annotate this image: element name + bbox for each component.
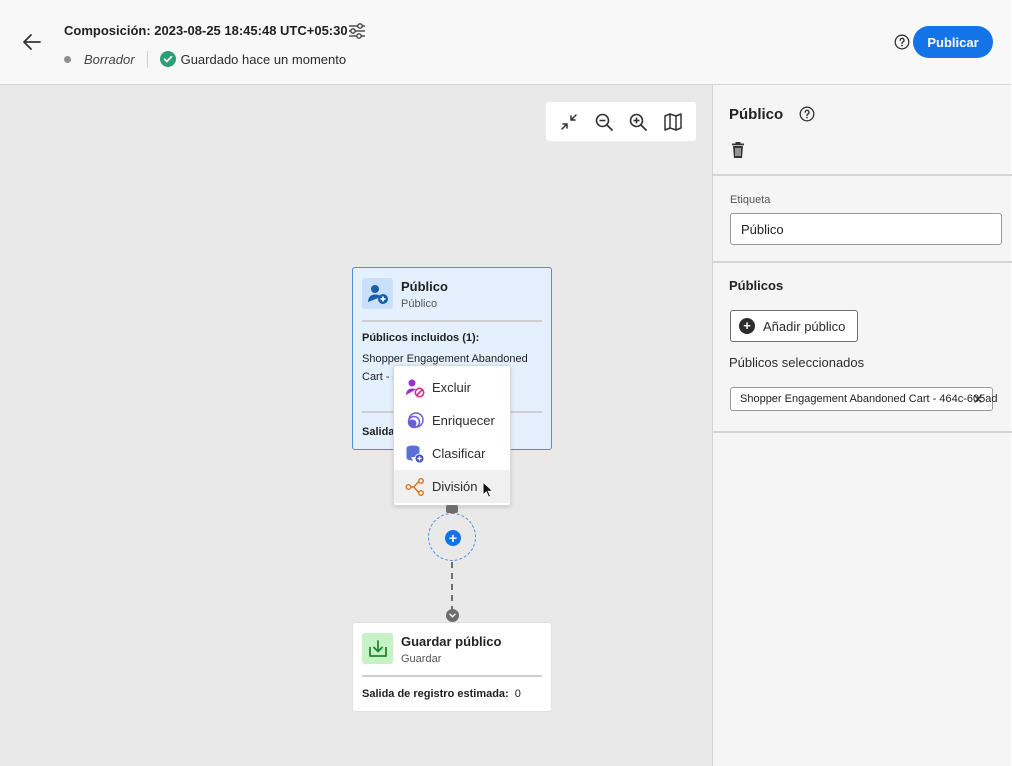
- enrich-icon: [405, 411, 425, 431]
- menu-item-label: Enriquecer: [432, 413, 495, 428]
- menu-item-split[interactable]: División: [394, 470, 510, 503]
- node-divider: [362, 675, 542, 677]
- status-draft: Borrador: [84, 51, 135, 67]
- panel-title: Público: [729, 106, 784, 123]
- properties-panel: Público Etiqueta Públicos + Añadir públi…: [712, 85, 1012, 766]
- node-divider: [362, 320, 542, 322]
- menu-item-label: Clasificar: [432, 446, 486, 461]
- help-icon[interactable]: [894, 34, 910, 50]
- zoom-out-icon[interactable]: [593, 111, 615, 133]
- status-saved: Guardado hace un momento: [180, 51, 347, 67]
- save-audience-node[interactable]: Guardar público Guardar Salida de regist…: [352, 622, 552, 712]
- rank-icon: [405, 444, 425, 464]
- zoom-in-icon[interactable]: [627, 111, 649, 133]
- add-audience-label: Añadir público: [763, 318, 846, 334]
- audience-node-title: Público: [401, 279, 448, 294]
- workflow-canvas[interactable]: Público Público Públicos incluidos (1): …: [0, 85, 712, 766]
- checkmark-circle-icon: [159, 51, 176, 67]
- top-bar: Composición: 2023-08-25 18:45:48 UTC+05:…: [0, 0, 1011, 85]
- audience-node-icon: [362, 278, 393, 309]
- estimated-output-value: 0: [514, 688, 521, 700]
- label-field-label: Etiqueta: [730, 194, 771, 206]
- connector-line: [451, 562, 453, 612]
- save-node-title: Guardar público: [401, 634, 502, 649]
- connector-handle: [446, 505, 458, 513]
- split-icon: [405, 477, 425, 497]
- publish-button[interactable]: Publicar: [913, 26, 993, 58]
- menu-item-rank[interactable]: Clasificar: [394, 437, 510, 470]
- audience-node-output: Salida: [362, 426, 395, 438]
- add-audience-button[interactable]: + Añadir público: [730, 310, 858, 342]
- save-node-output: Salida de registro estimada: 0: [362, 688, 521, 700]
- exclude-icon: [405, 378, 425, 398]
- estimated-output-label: Salida de registro estimada:: [362, 688, 509, 700]
- panel-divider: [713, 431, 1012, 433]
- collapse-icon[interactable]: [558, 111, 580, 133]
- remove-tag-icon[interactable]: [972, 393, 984, 405]
- status-divider: [146, 50, 148, 68]
- menu-item-label: Excluir: [432, 380, 472, 395]
- help-icon[interactable]: [799, 106, 815, 122]
- add-activity-button[interactable]: +: [428, 513, 476, 561]
- save-node-subtitle: Guardar: [401, 653, 442, 665]
- status-row: Borrador Guardado hace un momento: [64, 50, 346, 68]
- panel-divider: [713, 174, 1012, 176]
- selected-audience-name: Shopper Engagement Abandoned Cart - 464c…: [740, 393, 998, 405]
- trash-icon[interactable]: [729, 141, 747, 159]
- selected-audience-tag: Shopper Engagement Abandoned Cart - 464c…: [730, 387, 998, 411]
- menu-item-label: División: [432, 479, 478, 494]
- add-activity-menu: Excluir Enriquecer: [393, 365, 511, 506]
- save-node-icon: [362, 633, 393, 664]
- chevron-down-icon: [446, 609, 459, 622]
- panel-divider: [713, 261, 1012, 263]
- settings-sliders-icon[interactable]: [348, 22, 366, 40]
- plus-icon: +: [445, 530, 461, 546]
- menu-item-exclude[interactable]: Excluir: [394, 371, 510, 404]
- page-title: Composición: 2023-08-25 18:45:48 UTC+05:…: [64, 23, 348, 38]
- audiences-section-title: Públicos: [729, 278, 784, 293]
- mouse-cursor-icon: [482, 480, 495, 498]
- menu-item-enrich[interactable]: Enriquecer: [394, 404, 510, 437]
- canvas-toolbar: [546, 102, 696, 141]
- selected-audiences-label: Públicos seleccionados: [729, 355, 865, 370]
- status-dot-icon: [64, 55, 71, 63]
- audience-node-subtitle: Público: [401, 298, 438, 310]
- add-circle-icon: +: [739, 318, 755, 334]
- map-icon[interactable]: [662, 111, 684, 133]
- label-input[interactable]: [730, 213, 1002, 245]
- back-arrow-icon[interactable]: [20, 30, 44, 54]
- included-audiences-label: Públicos incluidos (1):: [362, 332, 480, 344]
